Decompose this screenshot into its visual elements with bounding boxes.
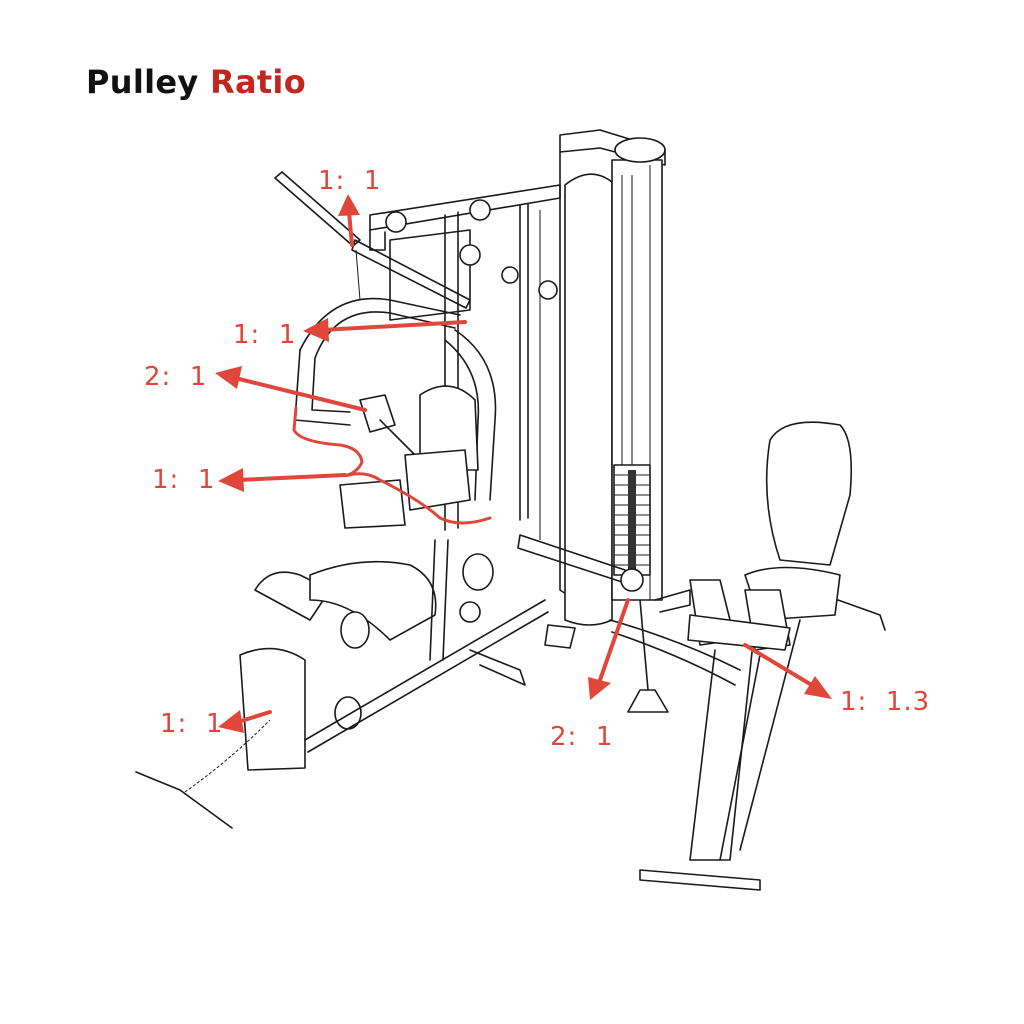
weight-stack-tower: [544, 129, 691, 649]
arrow-head: [303, 318, 329, 342]
ratio-arrows: [215, 194, 832, 733]
ratio-label-top-handle: 1: 1: [318, 166, 382, 196]
leg-developer: [135, 539, 549, 829]
ratio-arrow-press-arm: [233, 376, 367, 412]
ratio-arrow-high-pulley: [320, 320, 467, 332]
leg-pad: [309, 560, 437, 641]
stirrup-handle: [627, 689, 669, 713]
pulley-wheel: [385, 211, 407, 233]
ratio-arrow-top-handle: [347, 210, 354, 247]
base-foot: [639, 869, 761, 891]
foam-roller: [340, 611, 370, 649]
ratio-label-low-pulley: 1: 1: [160, 709, 224, 739]
arrow-head: [218, 468, 244, 492]
ratio-arrow-low-pulley: [236, 710, 272, 724]
back-pad: [419, 385, 479, 471]
pulley-wheel: [469, 199, 491, 221]
ratio-label-press-arm: 2: 1: [144, 362, 208, 392]
title-word-pulley: Pulley: [86, 63, 199, 101]
arrow-head: [588, 677, 611, 700]
leg-press-station: [517, 421, 886, 891]
lat-bar: [274, 171, 361, 247]
foot-plate: [687, 614, 791, 651]
ratio-label-leg-press: 1: 1.3: [840, 687, 931, 717]
highlighted-cable: [292, 406, 492, 525]
arrow-head: [804, 676, 832, 699]
ratio-label-mid-pulley: 2: 1: [550, 722, 614, 752]
pulley-wheel: [459, 244, 481, 266]
mid-pulley-strap: [639, 599, 649, 691]
low-handle-bar: [135, 771, 233, 829]
pulley-wheel: [501, 266, 519, 284]
arrow-head: [338, 194, 360, 216]
arrow-head: [215, 366, 242, 389]
ratio-arrow-pec-deck: [236, 473, 347, 482]
seat-pad: [404, 449, 471, 511]
ratio-label-high-pulley: 1: 1: [233, 320, 297, 350]
ratio-label-pec-deck: 1: 1: [152, 465, 216, 495]
page-title: Pulley Ratio: [86, 62, 306, 102]
title-word-ratio: Ratio: [210, 63, 306, 101]
backrest-pad: [765, 421, 853, 566]
press-arms: [294, 297, 497, 529]
weight-plates: [613, 464, 651, 576]
arrow-head: [218, 710, 244, 733]
shroud-plate: [239, 647, 306, 771]
ratio-arrow-mid-pulley: [598, 598, 630, 682]
pulley-wheel: [538, 280, 558, 300]
ratio-arrow-leg-press: [743, 643, 812, 686]
